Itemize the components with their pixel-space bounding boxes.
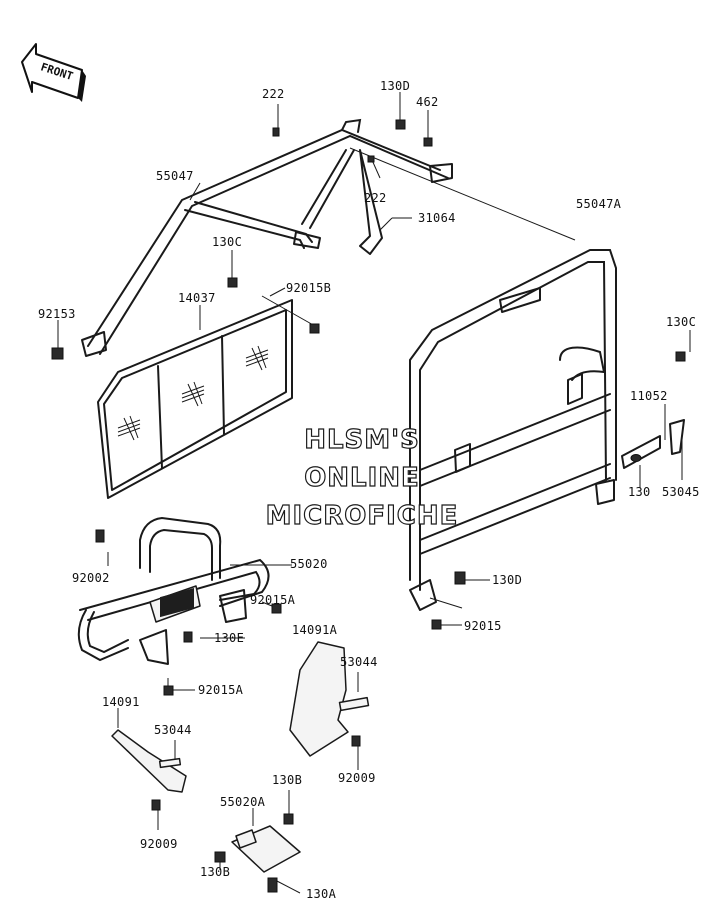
part-label-130a: 130A bbox=[306, 887, 337, 901]
cab-frame bbox=[409, 249, 617, 611]
part-label-130d-bottom: 130D bbox=[492, 573, 522, 587]
bolt-icon bbox=[283, 813, 294, 825]
bolt-icon bbox=[51, 347, 64, 360]
part-label-31064: 31064 bbox=[418, 211, 456, 225]
upper-rollbar bbox=[81, 118, 453, 357]
bolt-icon bbox=[454, 571, 466, 585]
skid-plate-14091a bbox=[289, 641, 370, 757]
bolt-icon bbox=[630, 454, 642, 462]
part-label-55047a: 55047A bbox=[576, 197, 622, 211]
part-label-14091a: 14091A bbox=[292, 623, 338, 637]
part-label-92009-right: 92009 bbox=[338, 771, 376, 785]
bolt-icon bbox=[227, 277, 238, 288]
front-arrow-icon: FRONT bbox=[21, 43, 86, 102]
part-label-130e: 130E bbox=[214, 631, 244, 645]
part-label-14091: 14091 bbox=[102, 695, 140, 709]
part-labels: 222 130D 462 55047 222 31064 55047A 130C… bbox=[38, 79, 700, 901]
part-label-92002: 92002 bbox=[72, 571, 110, 585]
part-label-130b-bottom: 130B bbox=[200, 865, 230, 879]
part-label-92009-left: 92009 bbox=[140, 837, 178, 851]
bolt-icon bbox=[267, 877, 278, 893]
part-label-130d-top: 130D bbox=[380, 79, 410, 93]
part-label-130b-top: 130B bbox=[272, 773, 302, 787]
skid-plate-14091 bbox=[111, 729, 187, 793]
mesh-icon bbox=[117, 345, 269, 441]
watermark-line-2: ONLINE bbox=[304, 463, 420, 493]
part-label-130c-right: 130C bbox=[666, 315, 696, 329]
watermark-line-1: HLSM'S bbox=[304, 425, 420, 455]
part-label-55047: 55047 bbox=[156, 169, 194, 183]
rear-window-frame bbox=[97, 299, 293, 499]
part-label-55020a: 55020A bbox=[220, 795, 266, 809]
bolt-icon bbox=[395, 119, 406, 130]
part-label-92015: 92015 bbox=[464, 619, 502, 633]
bolt-icon bbox=[367, 155, 375, 163]
hardware bbox=[51, 119, 686, 893]
skid-plate-55020a bbox=[231, 825, 301, 873]
part-label-53045: 53045 bbox=[662, 485, 700, 499]
nut-icon bbox=[309, 323, 320, 334]
nut-icon bbox=[431, 619, 442, 630]
part-label-92153: 92153 bbox=[38, 307, 76, 321]
nut-icon bbox=[423, 137, 433, 147]
watermark: HLSM'S ONLINE MICROFICHE bbox=[265, 424, 459, 531]
nut-icon bbox=[163, 685, 174, 696]
part-label-11052: 11052 bbox=[630, 389, 668, 403]
part-label-130c-left: 130C bbox=[212, 235, 242, 249]
part-label-92015a-top: 92015A bbox=[250, 593, 296, 607]
bolt-icon bbox=[675, 351, 686, 362]
part-label-462: 462 bbox=[416, 95, 439, 109]
nut-icon bbox=[271, 603, 282, 614]
part-label-92015b: 92015B bbox=[286, 281, 331, 295]
part-label-222-top: 222 bbox=[262, 87, 285, 101]
front-bumper bbox=[77, 516, 270, 665]
part-label-130: 130 bbox=[628, 485, 651, 499]
bolt-icon bbox=[351, 735, 361, 747]
bolt-icon bbox=[95, 529, 105, 543]
bolt-icon bbox=[272, 127, 280, 137]
latch-assembly bbox=[621, 419, 685, 469]
part-label-53044-left: 53044 bbox=[154, 723, 192, 737]
part-label-222-bottom: 222 bbox=[364, 191, 387, 205]
watermark-line-3: MICROFICHE bbox=[266, 501, 459, 531]
part-label-92015a-bottom: 92015A bbox=[198, 683, 244, 697]
part-label-14037: 14037 bbox=[178, 291, 216, 305]
bolt-icon bbox=[151, 799, 161, 811]
part-label-55020: 55020 bbox=[290, 557, 328, 571]
bolt-icon bbox=[214, 851, 226, 863]
bolt-icon bbox=[183, 631, 193, 643]
part-label-53044-right: 53044 bbox=[340, 655, 378, 669]
